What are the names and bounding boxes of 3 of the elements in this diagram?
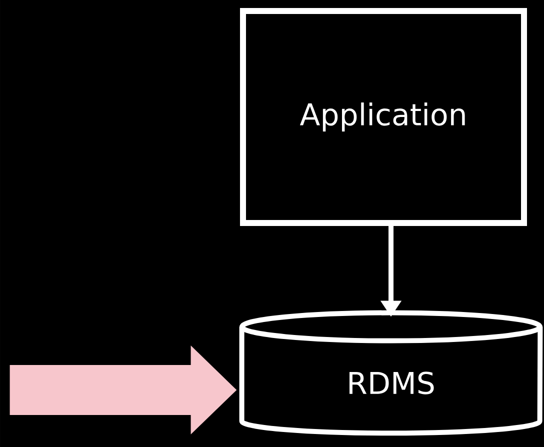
- database-cylinder: RDMS: [239, 310, 543, 436]
- node-label: RDMS: [350, 372, 434, 394]
- process-box: Application: [240, 8, 527, 226]
